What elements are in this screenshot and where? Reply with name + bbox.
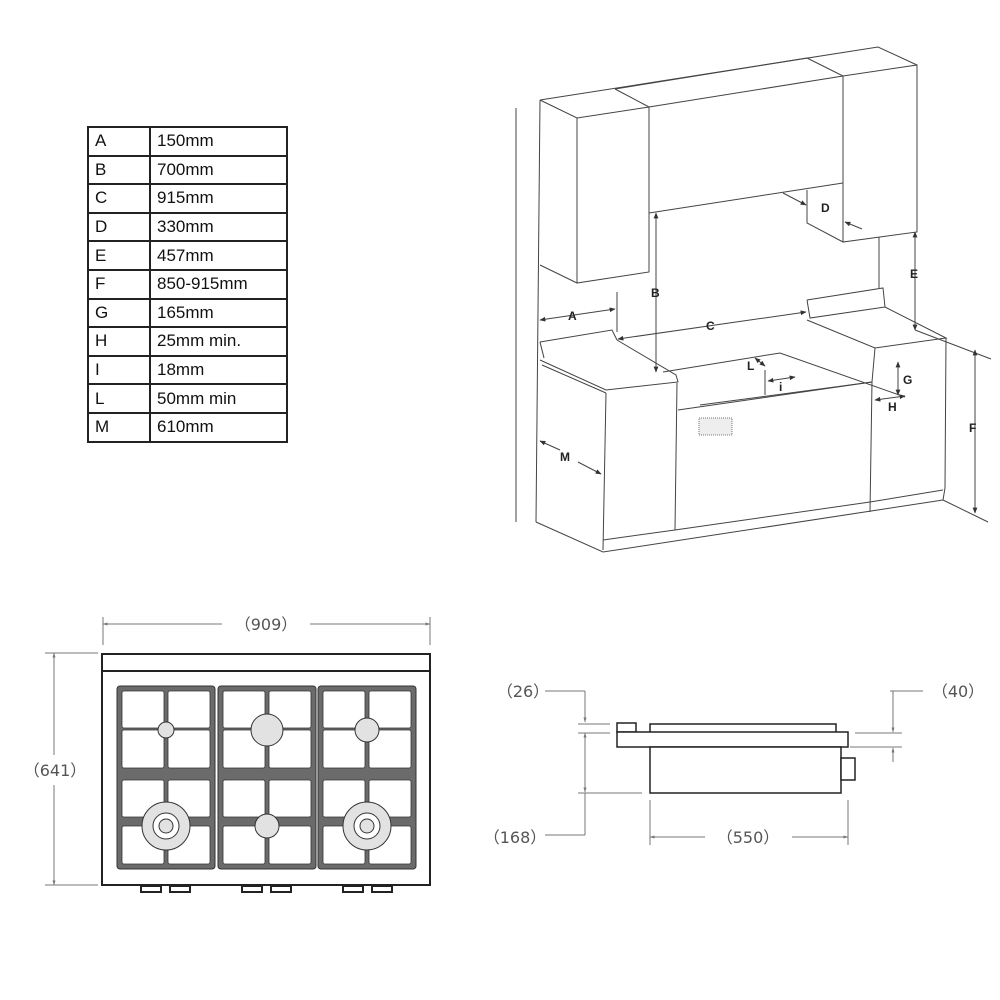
depth-dimension: （641） (24, 761, 87, 780)
side-back-block (616, 722, 637, 733)
plate-dimension: （40） (932, 682, 984, 701)
side-connector (840, 757, 856, 781)
dimension-key: C (87, 183, 151, 214)
grate-opening (268, 779, 312, 818)
width-dimension: （909） (235, 615, 298, 634)
control-knobs (140, 885, 393, 893)
dimension-value: 850-915mm (149, 268, 288, 300)
burner-icon (254, 813, 280, 839)
grate-opening (368, 690, 412, 729)
hob-side-view (616, 722, 856, 794)
height-dimension: （168） (484, 828, 547, 847)
side-body (649, 746, 842, 794)
grate-opening (268, 825, 312, 865)
grate-opening (222, 779, 266, 818)
grate-opening (121, 729, 165, 769)
label-f: F (969, 421, 976, 435)
dimension-value: 457mm (149, 240, 288, 271)
label-b: B (651, 286, 660, 300)
dimension-value: 150mm (149, 126, 288, 157)
dimension-key: L (87, 383, 151, 414)
label-g: G (903, 373, 912, 387)
dimension-value: 165mm (149, 297, 288, 329)
dimension-value: 700mm (149, 154, 288, 186)
burner-icon (354, 717, 380, 743)
side-top-plate (616, 731, 849, 748)
top-clearance-dimension: （26） (497, 682, 549, 701)
burner-icon (157, 721, 175, 739)
grate-opening (322, 729, 366, 769)
dimension-value: 25mm min. (149, 326, 288, 357)
dimension-key: I (87, 354, 151, 386)
dimension-value: 50mm min (149, 383, 288, 414)
dimension-key: F (87, 268, 151, 300)
dimension-key: A (87, 126, 151, 157)
side-dimensions (545, 690, 923, 845)
label-l: L (747, 359, 754, 373)
dimension-value: 18mm (149, 354, 288, 386)
label-e: E (910, 267, 918, 281)
grate-opening (222, 825, 266, 865)
dimension-key: M (87, 411, 151, 443)
label-i: i (779, 380, 782, 394)
side-depth-dimension: （550） (717, 828, 780, 847)
label-d: D (821, 201, 830, 215)
grate-opening (268, 690, 312, 729)
dimension-key: D (87, 211, 151, 243)
dimension-key: E (87, 240, 151, 271)
dimension-key: B (87, 154, 151, 186)
cabinet-top-edge (539, 46, 918, 101)
wok-burner-center (359, 818, 375, 834)
burner-icon (250, 713, 284, 747)
dimension-key: H (87, 326, 151, 357)
grate-opening (167, 729, 211, 769)
dimension-key: G (87, 297, 151, 329)
dimension-value: 915mm (149, 183, 288, 214)
oven-control-panel (698, 417, 733, 436)
grate-opening (167, 690, 211, 729)
label-c: C (706, 319, 715, 333)
label-a: A (568, 309, 577, 323)
left-wall-cabinet (539, 99, 650, 119)
label-h: H (888, 400, 897, 414)
dimension-value: 610mm (149, 411, 288, 443)
label-m: M (560, 450, 570, 464)
grate-opening (222, 690, 266, 729)
grate-opening (368, 729, 412, 769)
dimension-value: 330mm (149, 211, 288, 243)
grate-opening (121, 690, 165, 729)
kitchen-installation-drawing: A B C D E F G H i L M (515, 46, 992, 553)
grate-opening (322, 690, 366, 729)
hob-top-view: （909） （641） (24, 615, 431, 893)
wok-burner-center (158, 818, 174, 834)
